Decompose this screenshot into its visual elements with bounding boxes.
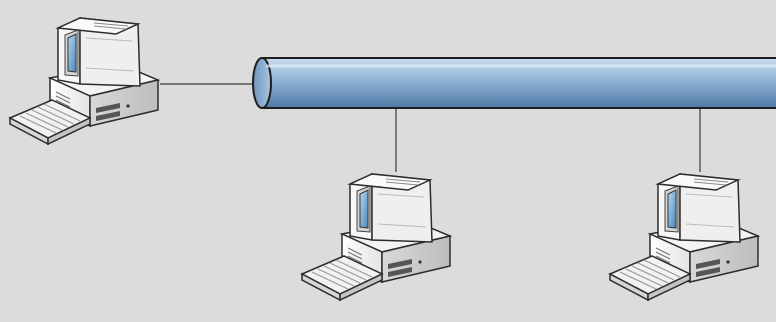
computer-2-icon — [301, 173, 453, 301]
bus-cable — [252, 57, 776, 109]
computer-1-icon — [9, 17, 161, 145]
computer-3-icon — [609, 173, 761, 301]
